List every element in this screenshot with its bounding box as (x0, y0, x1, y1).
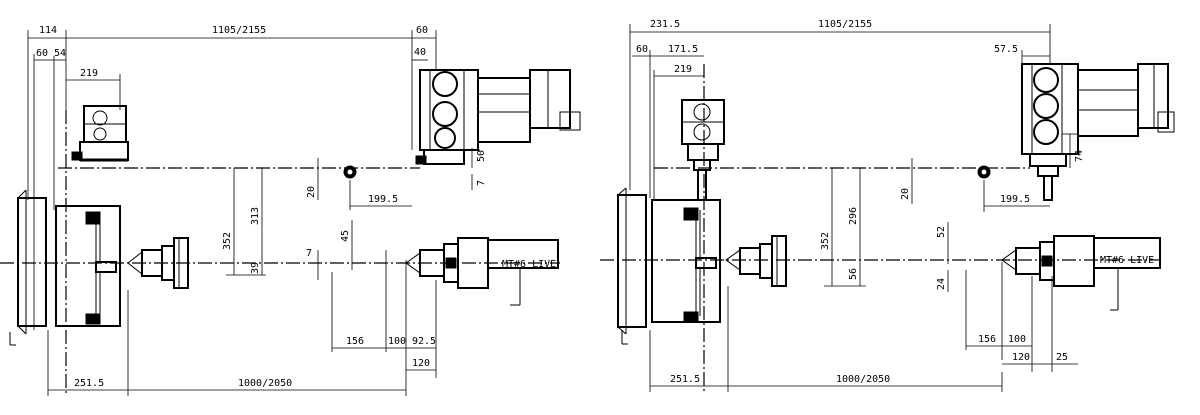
dim-7a: 7 (476, 180, 487, 186)
dim-156: 156 (346, 336, 364, 347)
left-headstock (9, 189, 47, 346)
left-chuck (55, 205, 121, 327)
left-drawing: 114 1105/2155 60 40 60 54 219 (0, 25, 581, 396)
dim-20: 20 (306, 186, 317, 198)
dim-296: 296 (848, 207, 859, 225)
dim-100: 100 (388, 336, 406, 347)
dim-39: 39 (250, 262, 261, 274)
dim-199-5-r: 199.5 (1000, 194, 1030, 205)
dim-313: 313 (250, 207, 261, 225)
right-dimensions: 231.5 1105/2155 60 171.5 57.5 219 74 20 (629, 19, 1085, 392)
left-reference-mark (343, 165, 357, 179)
dim-120-r: 120 (1012, 352, 1030, 363)
right-reference-mark (977, 165, 991, 179)
right-tailstock (1001, 235, 1161, 311)
left-tailstock (405, 237, 559, 306)
dim-219-r: 219 (674, 64, 692, 75)
dim-54: 54 (54, 48, 66, 59)
left-mt6-live-label: MT#6 LIVE (502, 259, 556, 270)
dim-50: 50 (476, 150, 487, 162)
right-drawing: 231.5 1105/2155 60 171.5 57.5 219 74 20 (600, 19, 1175, 392)
dim-60: 60 (36, 48, 48, 59)
dim-156-r: 156 (978, 334, 996, 345)
dim-1000-2050: 1000/2050 (238, 378, 292, 389)
dim-219: 219 (80, 68, 98, 79)
dim-25: 25 (1056, 352, 1068, 363)
dim-24: 24 (936, 278, 947, 290)
dim-114: 114 (39, 25, 57, 36)
right-turret-small (681, 99, 725, 201)
left-turret-large (415, 69, 581, 165)
dim-57-5: 57.5 (994, 44, 1018, 55)
dim-7b: 7 (306, 248, 312, 259)
dim-74: 74 (1074, 150, 1085, 162)
dim-40: 40 (414, 47, 426, 58)
dim-56: 56 (848, 268, 859, 280)
dim-171-5: 171.5 (668, 44, 698, 55)
right-spindle-center (725, 235, 787, 287)
dim-251-5: 251.5 (74, 378, 104, 389)
left-dimensions: 114 1105/2155 60 40 60 54 219 (27, 25, 487, 396)
dim-20-r: 20 (900, 188, 911, 200)
dim-352-r: 352 (820, 232, 831, 250)
right-turret-large (1021, 63, 1175, 201)
dim-60-top: 60 (416, 25, 428, 36)
right-mt6-live-label: MT#6 LIVE (1100, 255, 1154, 266)
dim-52: 52 (936, 226, 947, 238)
dim-92-5: 92.5 (412, 336, 436, 347)
dim-352: 352 (222, 232, 233, 250)
dim-1000-2050-r: 1000/2050 (836, 374, 890, 385)
right-chuck (651, 199, 721, 323)
dim-231-5: 231.5 (650, 19, 680, 30)
dim-100-r: 100 (1008, 334, 1026, 345)
dim-199-5: 199.5 (368, 194, 398, 205)
dim-1105-2155: 1105/2155 (212, 25, 266, 36)
dim-1105-2155-r: 1105/2155 (818, 19, 872, 30)
dim-60-r: 60 (636, 44, 648, 55)
right-headstock (617, 187, 647, 345)
dim-120: 120 (412, 358, 430, 369)
dim-45: 45 (340, 230, 351, 242)
dim-251-5-r: 251.5 (670, 374, 700, 385)
left-turret-small (71, 105, 129, 162)
